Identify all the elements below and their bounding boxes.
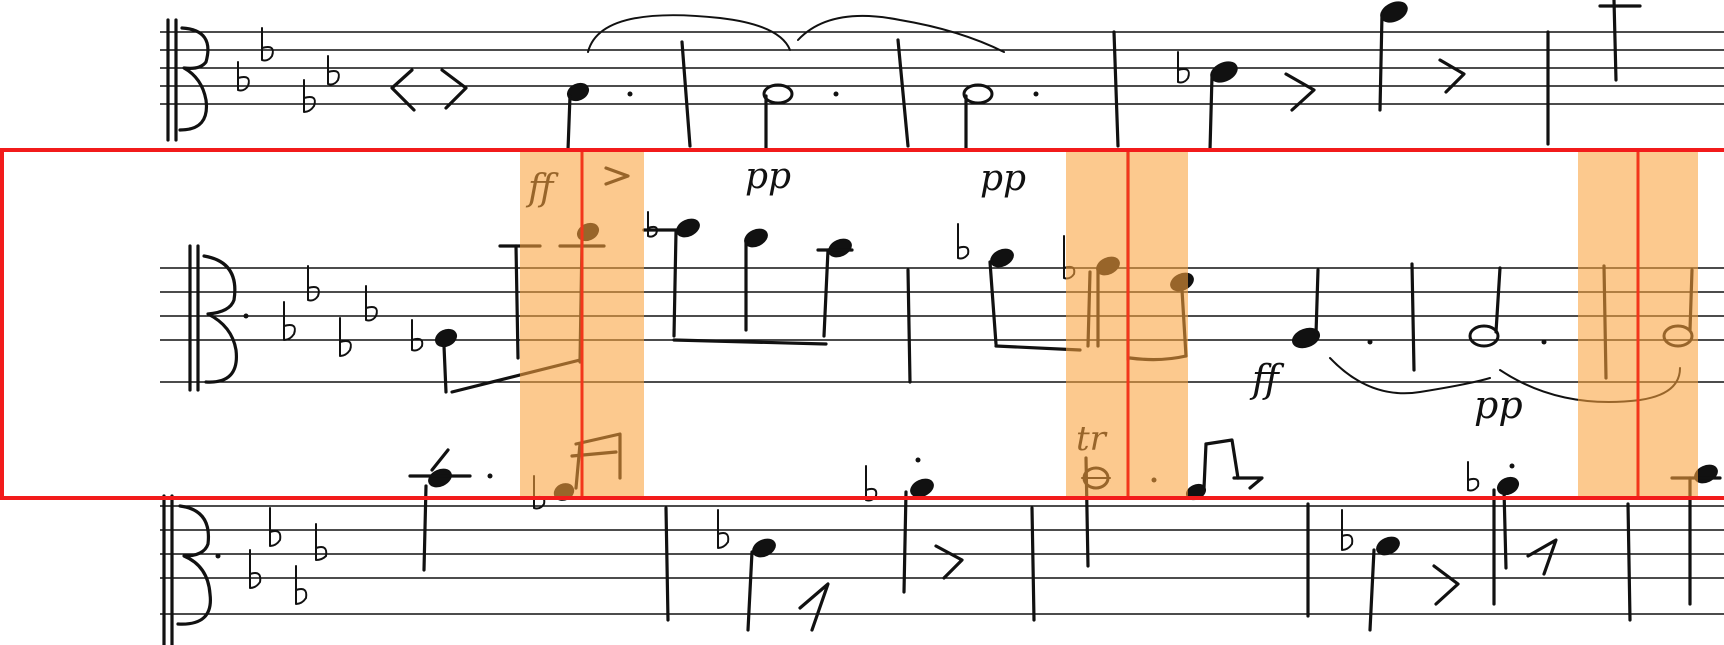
highlight-column xyxy=(1638,150,1698,498)
alto-clef-icon xyxy=(188,244,249,392)
dynamic-ff: ff xyxy=(1249,357,1285,401)
highlight-column xyxy=(1578,150,1638,498)
highlight-column xyxy=(520,150,582,498)
bottom-staff-notation xyxy=(162,432,1722,645)
highlight-column xyxy=(582,150,644,498)
top-staff-dynamics: pp pp xyxy=(745,156,1026,199)
highlight-column xyxy=(1128,150,1188,498)
key-signature-flats xyxy=(249,507,328,605)
top-staff xyxy=(160,31,1724,105)
alto-clef-icon xyxy=(166,18,210,142)
highlight-column xyxy=(1066,150,1128,498)
alto-clef-icon xyxy=(162,494,221,645)
dynamic-pp-1: pp xyxy=(745,156,791,197)
key-signature-flats xyxy=(237,27,340,113)
measure-selection-lines xyxy=(580,150,1640,498)
middle-staff xyxy=(160,267,1724,383)
key-signature-flats xyxy=(283,265,378,357)
middle-staff-notation xyxy=(188,148,1694,403)
dynamic-pp-2: pp xyxy=(980,158,1026,199)
highlight-columns xyxy=(520,150,1698,498)
dynamic-pp: pp xyxy=(1474,383,1523,427)
bottom-staff xyxy=(160,505,1724,615)
top-staff-notation xyxy=(166,0,1642,152)
system-selection-box[interactable] xyxy=(0,148,1724,500)
